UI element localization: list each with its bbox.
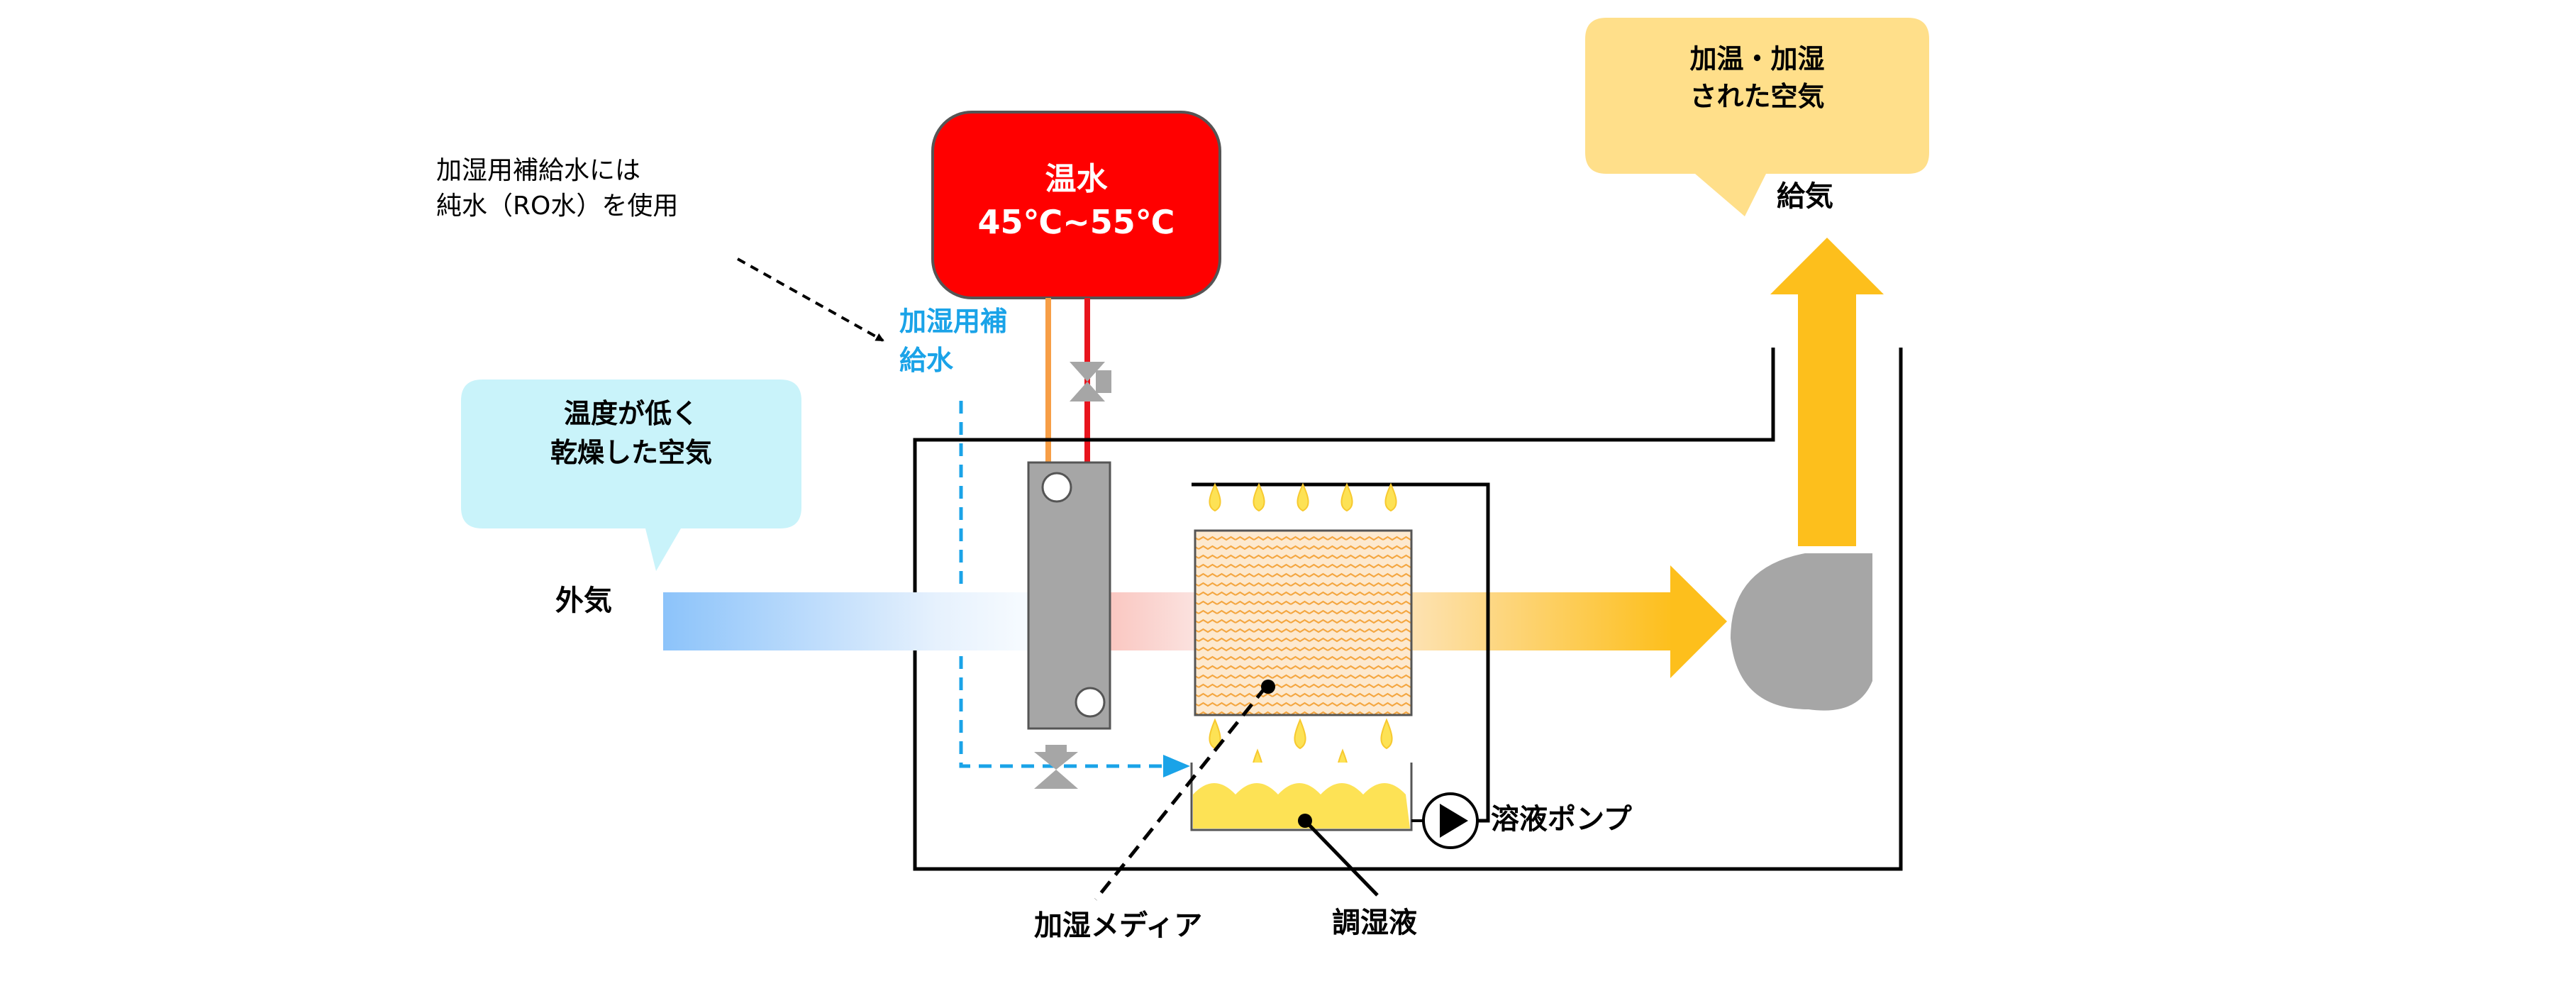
- supply-air-bubble: [1585, 18, 1929, 216]
- outside-air-bubble-line-2: 乾燥した空気: [550, 437, 712, 468]
- heat-exchanger-port-top: [1041, 472, 1072, 503]
- outside-air-label: 外気: [555, 585, 612, 617]
- liquid-label: 調湿液: [1332, 907, 1417, 939]
- makeup-water-arrowhead: [1163, 755, 1190, 777]
- liquid-tray-outline: [1190, 763, 1413, 831]
- warmed-air-stream: [1106, 592, 1195, 650]
- liquid-leader-line: [1304, 819, 1379, 897]
- liquid-leader-dot: [1298, 814, 1312, 828]
- outside-air-bubble: [461, 380, 801, 571]
- solution-pump-icon: [1411, 792, 1479, 849]
- outside-air-stream: [663, 592, 1028, 650]
- hot-water-temperature-range: 45℃~55℃: [977, 203, 1175, 241]
- makeup-note-line-2: 純水（RO水）を使用: [436, 192, 679, 221]
- supply-air-stream: [1798, 291, 1856, 546]
- air-handler-casing: [913, 348, 1903, 871]
- makeup-water-line: [959, 401, 1174, 768]
- heated-air-arrowhead: [1670, 565, 1727, 678]
- supply-air-label: 給気: [1777, 180, 1833, 213]
- makeup-water-label-line-1: 加湿用補: [899, 306, 1008, 337]
- heated-air-stream: [1411, 592, 1672, 650]
- makeup-water-valve-icon: [1034, 745, 1078, 789]
- humidity-control-liquid: [1193, 783, 1410, 829]
- heat-exchanger-port-bottom: [1075, 687, 1106, 718]
- media-leader-line: [1094, 685, 1267, 901]
- makeup-water-label-line-2: 給水: [899, 345, 954, 376]
- hot-water-title: 温水: [1045, 161, 1108, 197]
- supply-bubble-line-2: された空気: [1689, 81, 1825, 112]
- humidifier-media: [1194, 529, 1413, 716]
- supply-fan-icon: [1731, 553, 1872, 711]
- heat-exchanger: [1027, 461, 1111, 730]
- outside-air-bubble-line-1: 温度が低く: [563, 398, 699, 429]
- makeup-note-arrow: [737, 257, 884, 342]
- spray-drops-top: [1209, 482, 1397, 512]
- pump-label: 溶液ポンプ: [1491, 803, 1632, 836]
- supply-air-arrowhead: [1770, 238, 1884, 294]
- makeup-note-line-1: 加湿用補給水には: [436, 156, 641, 185]
- media-leader-dot: [1261, 680, 1275, 694]
- supply-bubble-line-1: 加温・加湿: [1689, 43, 1825, 74]
- hot-water-valve-icon: [1070, 362, 1111, 401]
- hot-water-tank: [931, 111, 1221, 299]
- media-label: 加湿メディア: [1034, 909, 1203, 942]
